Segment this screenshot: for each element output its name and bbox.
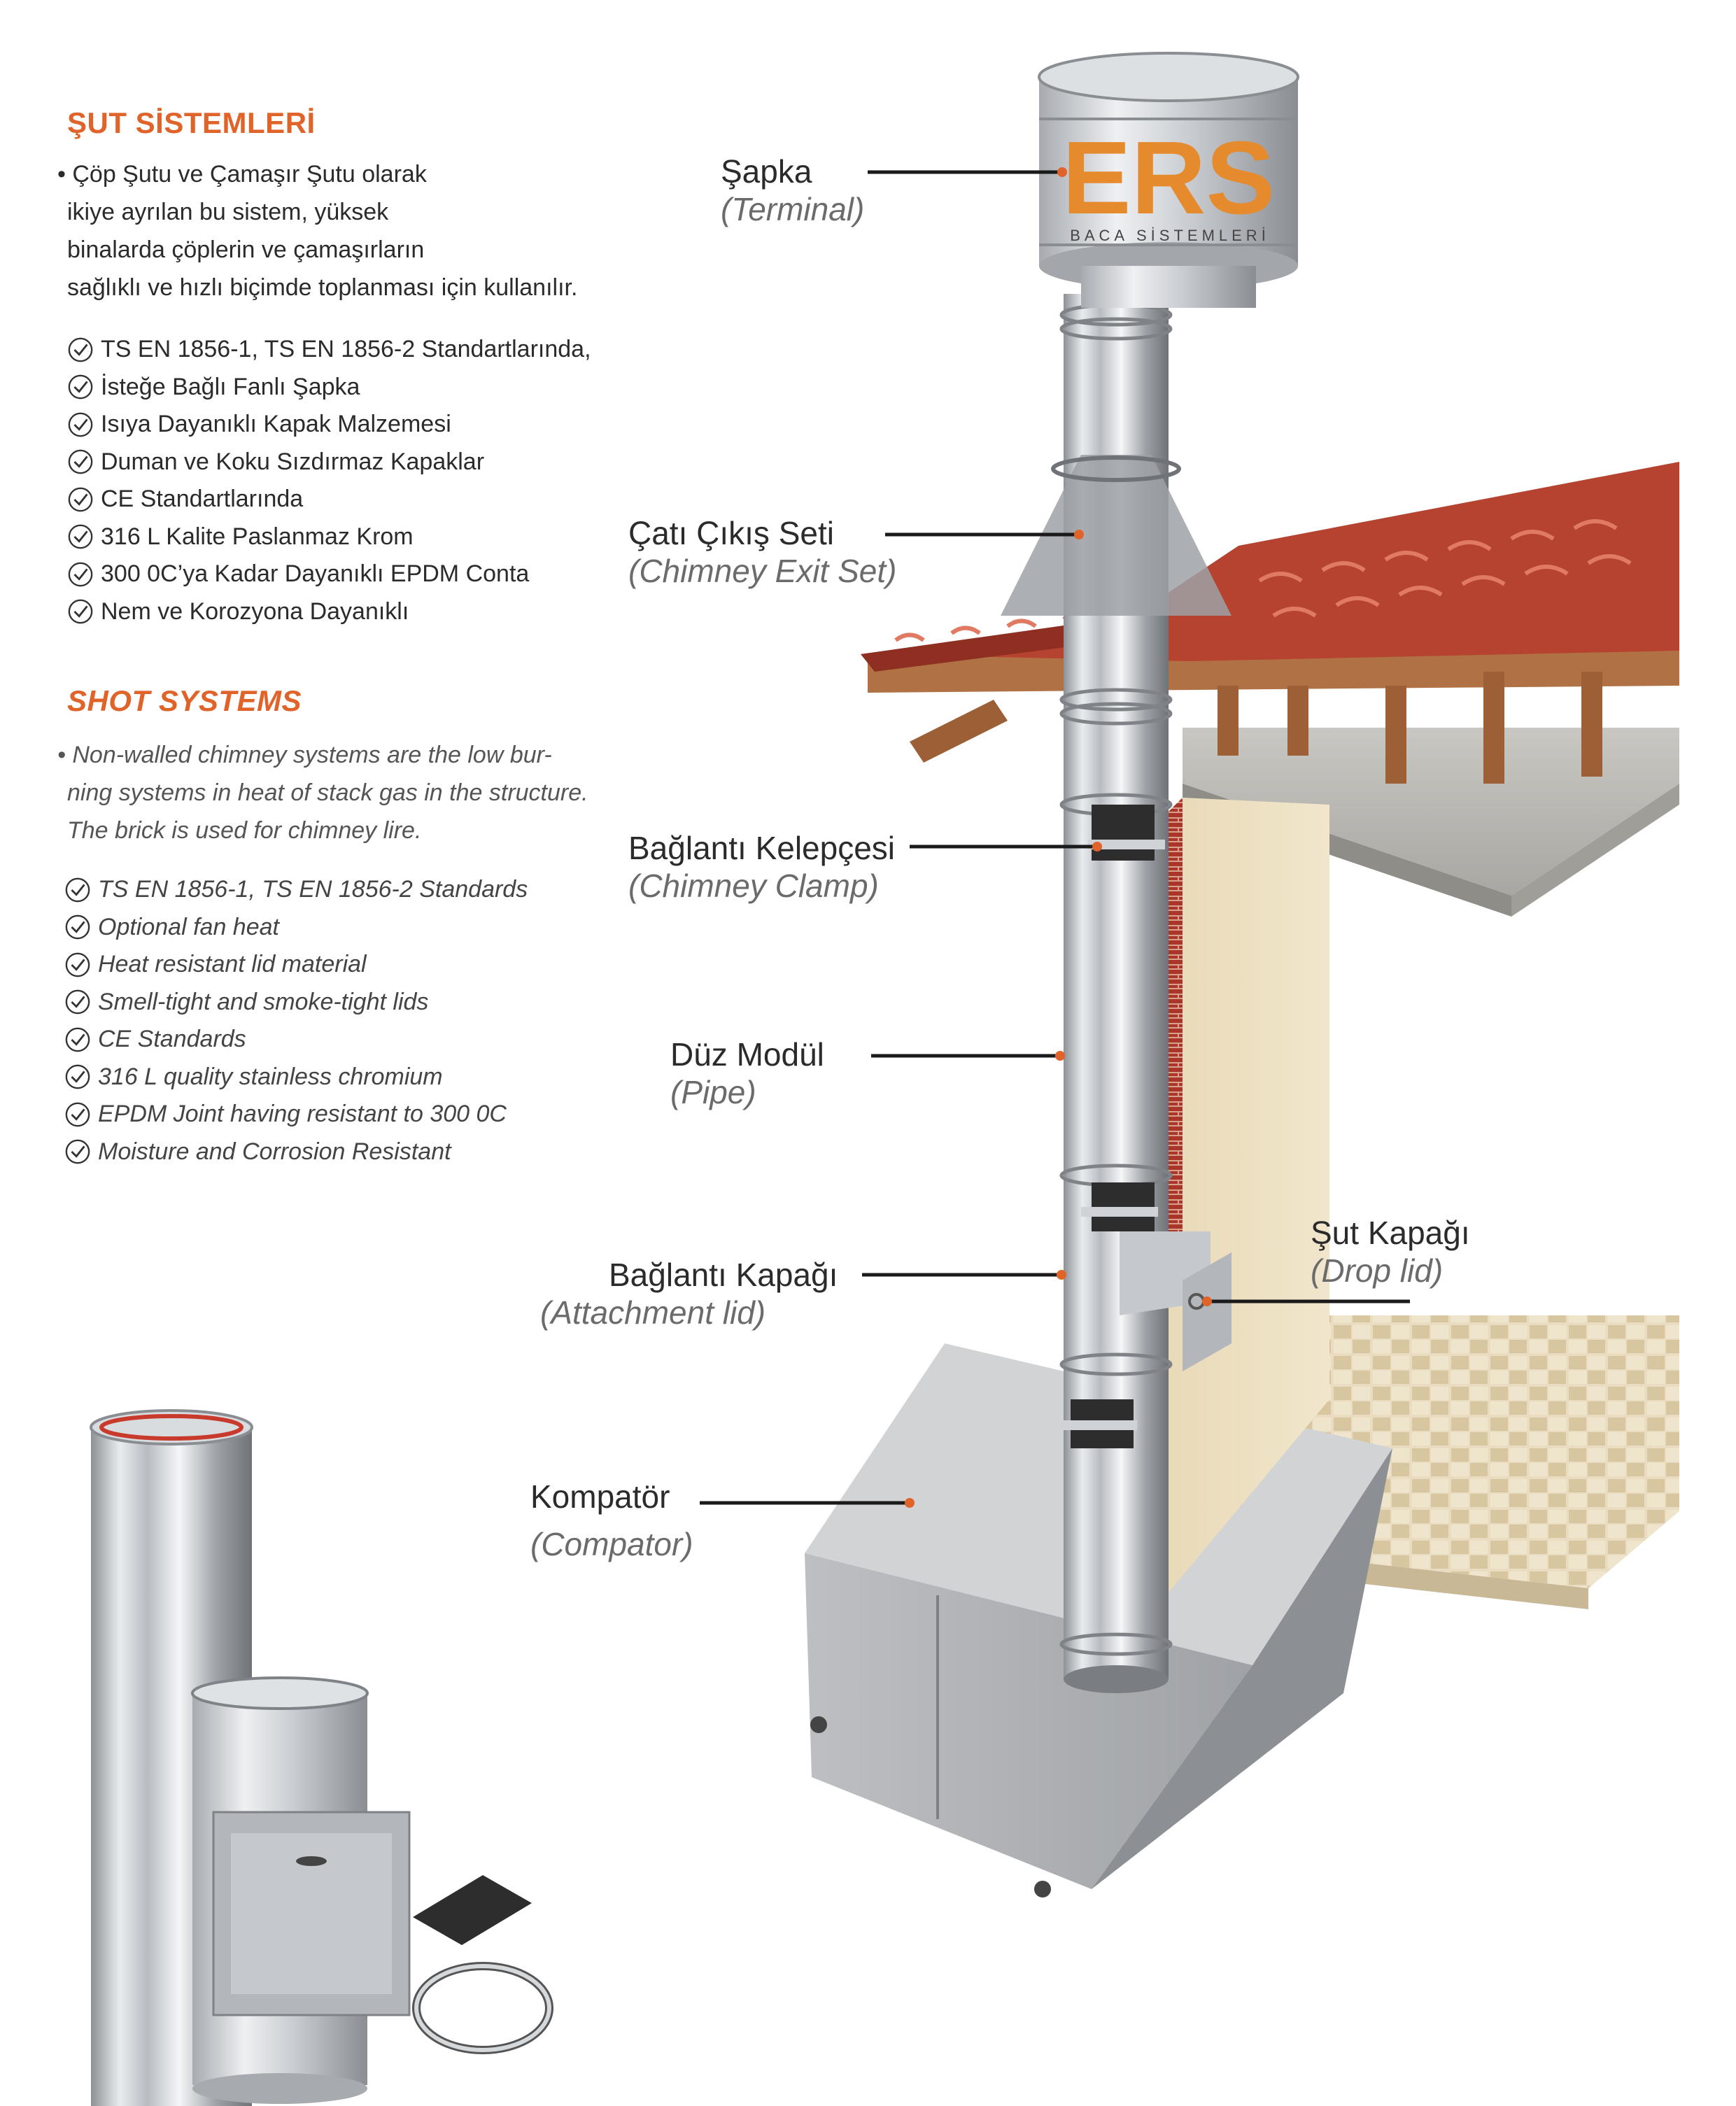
- callout-pipe: Düz Modül (Pipe): [670, 1036, 824, 1111]
- callout-clamp: Bağlantı Kelepçesi (Chimney Clamp): [628, 829, 895, 905]
- feature-label: Heat resistant lid material: [98, 951, 367, 978]
- feature-item: 300 0C’ya Kadar Dayanıklı EPDM Conta: [67, 556, 591, 593]
- check-circle-icon: [68, 412, 93, 437]
- callout-label-en: (Terminal): [721, 191, 865, 227]
- check-circle-icon: [65, 1102, 90, 1127]
- clamps: [1060, 805, 1165, 1448]
- intro-english: • Non-walled chimney systems are the low…: [57, 736, 588, 849]
- callout-label-en: (Pipe): [670, 1074, 756, 1110]
- brand-logo: ERS: [1062, 120, 1275, 236]
- intro-line: sağlıklı ve hızlı biçimde toplanması içi…: [67, 274, 578, 301]
- feature-item: TS EN 1856-1, TS EN 1856-2 Standartların…: [67, 331, 591, 369]
- check-circle-icon: [65, 1027, 90, 1052]
- intro-line: • Non-walled chimney systems are the low…: [57, 742, 552, 768]
- callout-drop-lid: Şut Kapağı (Drop lid): [1311, 1214, 1470, 1289]
- callout-label-en: (Compator): [530, 1526, 693, 1562]
- check-circle-icon: [68, 599, 93, 624]
- intro-line: ikiye ayrılan bu sistem, yüksek: [67, 199, 389, 225]
- feature-item: İsteğe Bağlı Fanlı Şapka: [67, 369, 591, 407]
- features-turkish: TS EN 1856-1, TS EN 1856-2 Standartların…: [67, 331, 591, 630]
- feature-label: Moisture and Corrosion Resistant: [98, 1138, 451, 1165]
- feature-item: 316 L quality stainless chromium: [64, 1059, 528, 1096]
- feature-item: TS EN 1856-1, TS EN 1856-2 Standards: [64, 871, 528, 909]
- feature-label: EPDM Joint having resistant to 300 0C: [98, 1101, 507, 1128]
- check-circle-icon: [65, 1064, 90, 1089]
- callout-label-tr: Çatı Çıkış Seti: [628, 515, 834, 551]
- feature-label: 316 L quality stainless chromium: [98, 1063, 443, 1090]
- callout-compator: Kompatör (Compator): [530, 1478, 693, 1563]
- feature-label: TS EN 1856-1, TS EN 1856-2 Standartların…: [101, 336, 591, 363]
- callout-label-en: (Chimney Exit Set): [628, 553, 897, 589]
- feature-item: CE Standards: [64, 1021, 528, 1059]
- check-circle-icon: [65, 952, 90, 977]
- feature-item: Smell-tight and smoke-tight lids: [64, 984, 528, 1022]
- callout-exit-set: Çatı Çıkış Seti (Chimney Exit Set): [628, 514, 896, 590]
- feature-label: Smell-tight and smoke-tight lids: [98, 988, 429, 1015]
- concrete-slab: [1183, 728, 1679, 896]
- check-circle-icon: [65, 914, 90, 940]
- features-english: TS EN 1856-1, TS EN 1856-2 Standards Opt…: [64, 871, 528, 1171]
- feature-label: CE Standards: [98, 1026, 246, 1053]
- check-circle-icon: [65, 989, 90, 1015]
- feature-label: CE Standartlarında: [101, 486, 304, 513]
- check-circle-icon: [68, 524, 93, 549]
- shaft-wall: [1155, 798, 1329, 1609]
- callout-label-tr: Düz Modül: [670, 1036, 824, 1073]
- feature-label: 300 0C’ya Kadar Dayanıklı EPDM Conta: [101, 560, 530, 588]
- intro-line: binalarda çöplerin ve çamaşırların: [67, 236, 425, 263]
- concrete-slab-side: [1511, 784, 1679, 917]
- feature-label: Nem ve Korozyona Dayanıklı: [101, 598, 409, 625]
- callout-attach-lid: Bağlantı Kapağı (Attachment lid): [540, 1256, 838, 1331]
- feature-label: Duman ve Koku Sızdırmaz Kapaklar: [101, 448, 485, 475]
- attachment-lid-box: [1120, 1231, 1232, 1371]
- feature-label: Optional fan heat: [98, 913, 279, 940]
- heading-turkish: ŞUT SİSTEMLERİ: [67, 106, 316, 139]
- callout-terminal: Şapka (Terminal): [721, 153, 864, 228]
- feature-item: CE Standartlarında: [67, 481, 591, 518]
- feature-label: Isıya Dayanıklı Kapak Malzemesi: [101, 411, 451, 438]
- callout-label-en: (Chimney Clamp): [628, 868, 879, 904]
- callout-label-tr: Kompatör: [530, 1478, 670, 1515]
- feature-item: Nem ve Korozyona Dayanıklı: [67, 593, 591, 631]
- feature-item: Moisture and Corrosion Resistant: [64, 1133, 528, 1171]
- feature-item: EPDM Joint having resistant to 300 0C: [64, 1096, 528, 1133]
- feature-item: Isıya Dayanıklı Kapak Malzemesi: [67, 406, 591, 444]
- check-circle-icon: [68, 449, 93, 474]
- check-circle-icon: [65, 877, 90, 903]
- callout-label-tr: Şut Kapağı: [1311, 1215, 1470, 1251]
- intro-line: The brick is used for chimney lire.: [67, 817, 422, 844]
- callout-label-tr: Şapka: [721, 153, 812, 190]
- feature-label: TS EN 1856-1, TS EN 1856-2 Standards: [98, 876, 528, 903]
- feature-label: İsteğe Bağlı Fanlı Şapka: [101, 373, 360, 400]
- callout-label-tr: Bağlantı Kelepçesi: [628, 830, 896, 866]
- check-circle-icon: [65, 1139, 90, 1164]
- callout-label-en: (Attachment lid): [540, 1294, 766, 1331]
- leader-dots: [905, 167, 1212, 1508]
- feature-item: Optional fan heat: [64, 909, 528, 947]
- intro-line: ning systems in heat of stack gas in the…: [67, 779, 588, 806]
- roof-exit-flashing: [1001, 455, 1232, 616]
- heading-english: SHOT SYSTEMS: [67, 684, 302, 717]
- product-render: [90, 1409, 553, 2106]
- feature-label: 316 L Kalite Paslanmaz Krom: [101, 523, 414, 550]
- leader-lines: [700, 170, 1410, 1505]
- callout-label-en: (Drop lid): [1311, 1252, 1444, 1289]
- callout-label-tr: Bağlantı Kapağı: [609, 1257, 838, 1293]
- terminal-cap: ERS BACA SİSTEMLERİ: [1038, 52, 1299, 308]
- brand-tagline: BACA SİSTEMLERİ: [1070, 227, 1270, 244]
- feature-item: Duman ve Koku Sızdırmaz Kapaklar: [67, 444, 591, 481]
- feature-item: Heat resistant lid material: [64, 946, 528, 984]
- check-circle-icon: [68, 337, 93, 362]
- check-circle-icon: [68, 562, 93, 587]
- intro-turkish: • Çöp Şutu ve Çamaşır Şutu olarak ikiye …: [57, 155, 577, 306]
- feature-item: 316 L Kalite Paslanmaz Krom: [67, 518, 591, 556]
- intro-line: • Çöp Şutu ve Çamaşır Şutu olarak: [57, 161, 427, 188]
- roof-tiles: [861, 462, 1679, 672]
- check-circle-icon: [68, 487, 93, 512]
- check-circle-icon: [68, 374, 93, 400]
